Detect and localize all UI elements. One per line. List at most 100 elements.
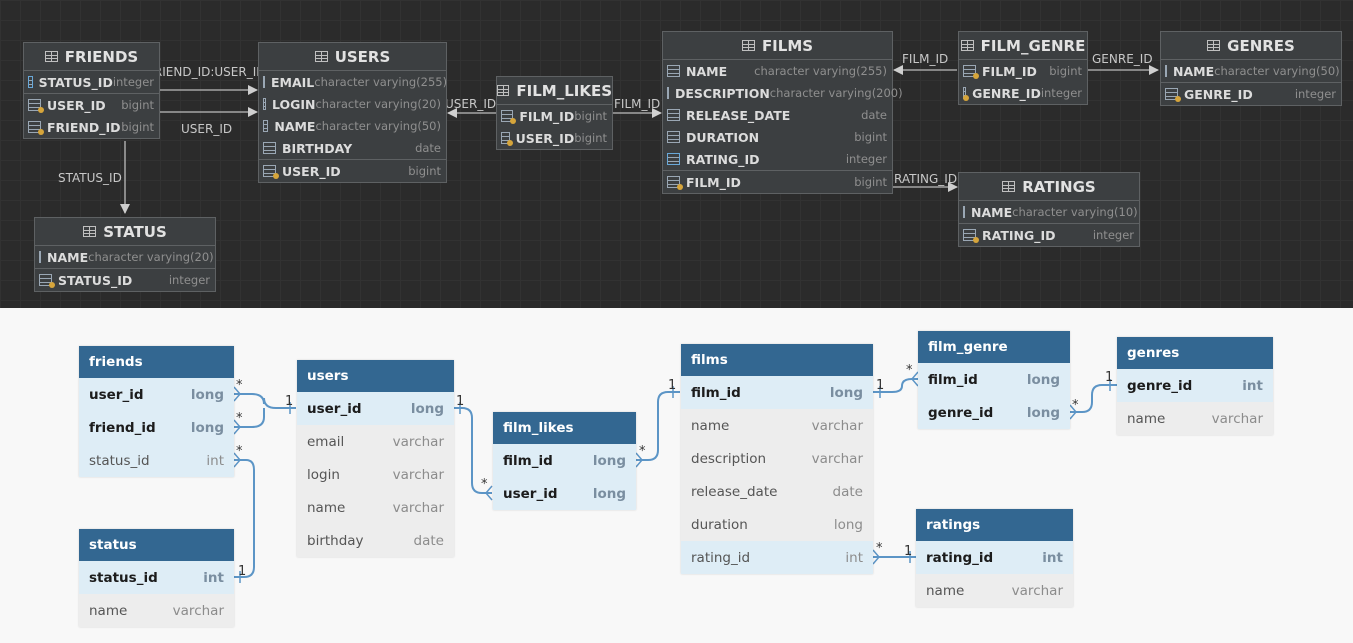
- table-header: RATINGS: [959, 173, 1139, 201]
- primary-key-icon: [28, 121, 44, 135]
- column-icon: [39, 251, 41, 263]
- table-icon: [44, 51, 58, 62]
- cardinality-one: 1: [904, 544, 913, 559]
- cardinality-many: *: [639, 444, 646, 459]
- table-icon: [497, 85, 510, 96]
- table-header: STATUS: [35, 218, 215, 246]
- table-icon: [83, 226, 97, 237]
- dark-er-diagram: FRIEND_ID:USER_ID USER_ID STATUS_ID USER…: [0, 0, 1353, 308]
- table-header: FILM_GENRE: [959, 32, 1087, 60]
- cardinality-one: 1: [456, 394, 465, 409]
- table-header: GENRES: [1161, 32, 1341, 60]
- table-icon: [314, 51, 328, 62]
- table-header: film_genre: [918, 331, 1070, 363]
- table-header: FILM_LIKES: [497, 77, 612, 105]
- cardinality-one: 1: [285, 394, 294, 409]
- primary-key-icon: [1165, 88, 1181, 102]
- cardinality-one: 1: [668, 378, 677, 393]
- table-header: status: [79, 529, 234, 561]
- rel-label-likes-user: USER_ID: [445, 97, 497, 111]
- column-icon: [667, 131, 680, 143]
- primary-key-icon: [963, 229, 979, 243]
- foreign-key-icon: [28, 76, 33, 88]
- column-icon: [963, 206, 965, 218]
- light-relationship-lines: [233, 371, 1117, 583]
- rel-label-status-id: STATUS_ID: [58, 171, 122, 185]
- table-header: USERS: [259, 43, 446, 71]
- cardinality-many: *: [906, 363, 913, 378]
- rel-label-genre-id: GENRE_ID: [1092, 52, 1153, 66]
- rel-label-genre-film: FILM_ID: [902, 52, 949, 66]
- column-icon: [263, 120, 269, 132]
- column-icon: [263, 76, 265, 88]
- cardinality-many: *: [876, 541, 883, 556]
- cardinality-one: 1: [1105, 370, 1114, 385]
- cardinality-many: *: [236, 378, 243, 393]
